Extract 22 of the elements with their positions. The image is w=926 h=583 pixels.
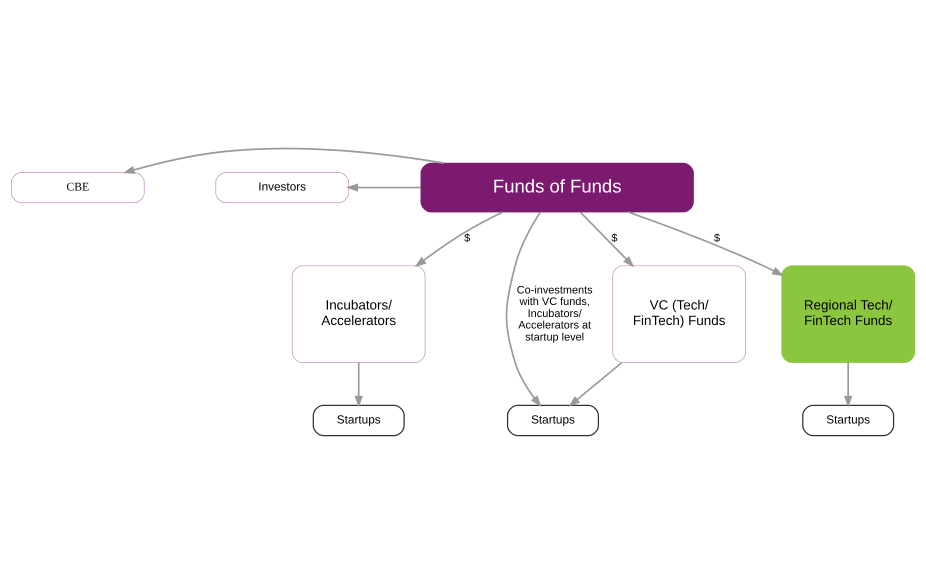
node-box: Regional Tech/ FinTech Funds (781, 264, 916, 362)
arrow (414, 210, 504, 267)
edge-label: $ (611, 232, 618, 244)
node-box: Startups (802, 404, 894, 436)
arrow (506, 211, 542, 407)
edge-label: Co-investments with VC funds, Incubators/ Accelerators at startup level (516, 284, 593, 344)
arrow (844, 362, 852, 408)
edge-label: $ (464, 232, 470, 244)
node-box: Investors (215, 171, 350, 203)
node-box: Startups (312, 404, 405, 436)
node-box: Funds of Funds (420, 162, 694, 212)
arrow (346, 182, 421, 192)
node-box: CBE (10, 171, 145, 203)
node-box: Incubators/ Accelerators (292, 264, 426, 362)
arrow (354, 362, 363, 408)
arrow (568, 362, 622, 406)
arrow (122, 147, 444, 174)
arrow (580, 211, 634, 267)
arrow (628, 210, 784, 276)
edge-label: $ (714, 232, 720, 244)
node-box: VC (Tech/ FinTech) Funds (612, 264, 746, 362)
node-box: Startups (506, 404, 600, 436)
